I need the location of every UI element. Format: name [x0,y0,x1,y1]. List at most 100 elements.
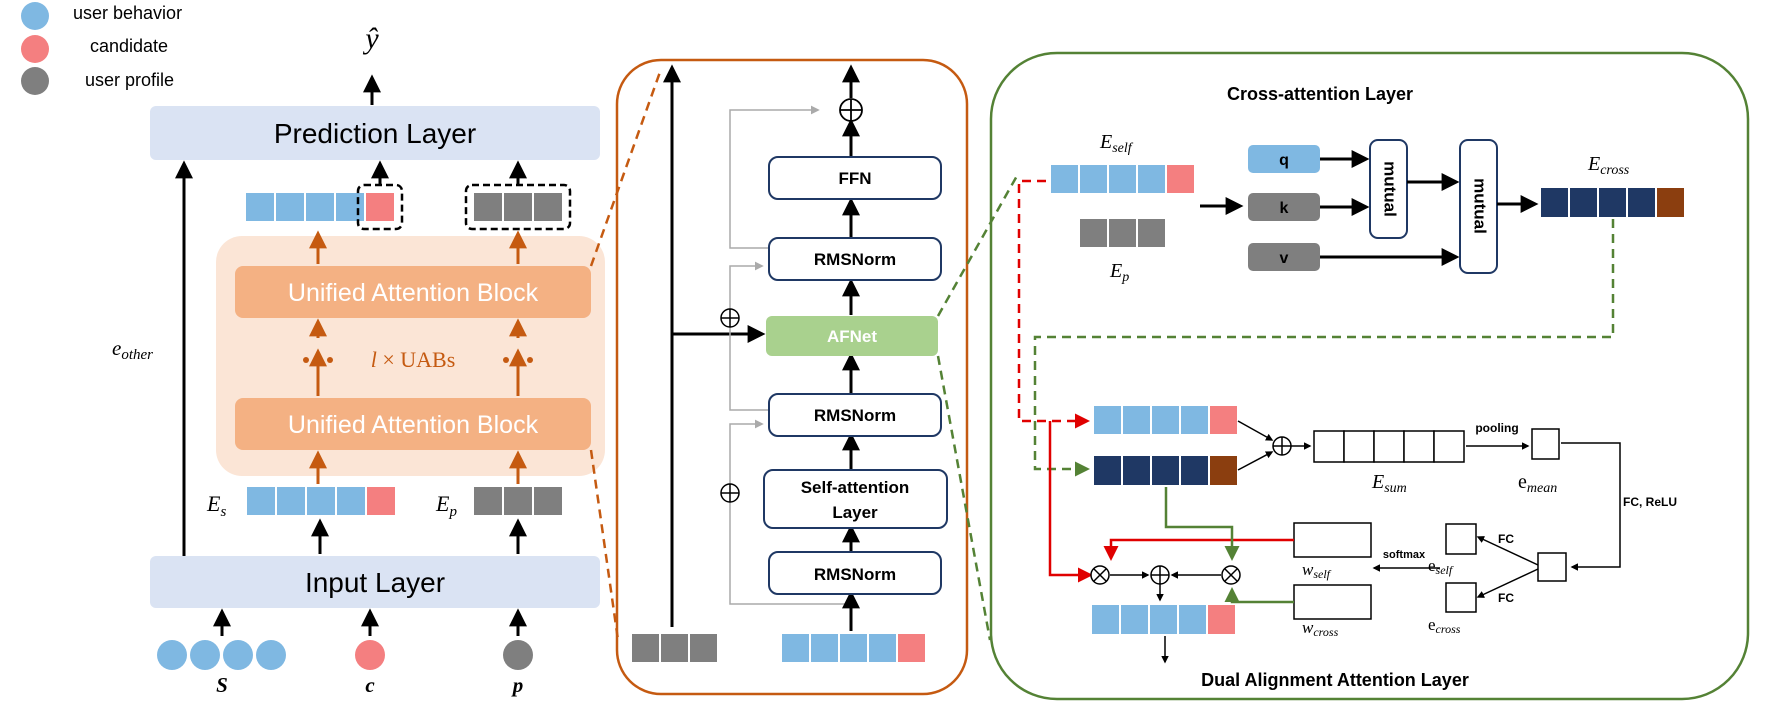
ep-right-label: Ep [1109,260,1129,285]
mutual2-box [1459,139,1498,274]
dual-alignment-title: Dual Alignment Attention Layer [1201,670,1469,690]
ecross-small-label: ecross [1428,615,1461,636]
prediction-layer-label: Prediction Layer [274,118,476,149]
weight-box [1537,552,1567,582]
fc-relu-line [1561,442,1621,571]
arrow-icon [1237,451,1274,471]
uab-repeat-label: l × UABs [371,347,456,372]
cross-attention-title: Cross-attention Layer [1227,84,1413,104]
v-label: v [1280,250,1289,267]
arrow-icon [1476,568,1539,598]
circle-plus-icon [1150,565,1170,585]
mutual2-label: mutual [1471,178,1490,234]
output-label: ŷ [362,22,379,55]
circle-plus-icon [720,308,740,328]
esum-label: Esum [1371,471,1407,496]
self-attention-box [763,469,948,529]
ecross-aligned-embedding [1094,456,1237,485]
prediction-layer-box [150,106,600,160]
uab-top-label: Unified Attention Block [288,279,539,307]
rmsnorm-mid-label: RMSNorm [814,406,896,425]
softmax-label: softmax [1383,549,1426,561]
input-p-label: p [511,673,524,697]
legend-behavior-label: user behavior [73,3,182,23]
ecross-skip-line [1033,219,1615,477]
circle-plus-icon [839,98,863,122]
eself-small-box [1445,523,1477,555]
eself-aligned-embedding [1094,406,1237,434]
k-label: k [1280,200,1289,217]
legend-candidate-dot [21,35,49,63]
e-other-label: eother [112,336,153,363]
middle-profile-embedding [632,634,717,662]
uab-bottom-block [235,398,591,450]
legend-profile-dot [21,67,49,95]
ep-right-embedding [1080,219,1165,247]
fc-top-label: FC [1498,532,1514,546]
orange-arrows [309,230,527,484]
ep-embedding [474,487,562,515]
pooling-label: pooling [1475,421,1518,435]
emean-label: emean [1518,471,1557,496]
eself-label: Eself [1099,131,1134,156]
eself-embedding [1051,165,1194,193]
middle-behavior-embedding [782,634,925,662]
zoom-connectors-afnet [936,173,1020,641]
self-attention-label-1: Self-attention [801,478,910,497]
output-profile-embedding [474,193,562,221]
arrow-icon [1476,536,1539,566]
v-box [1248,243,1320,271]
afnet-box [766,316,938,356]
ecross-embedding [1541,188,1684,217]
input-profile-dot [503,640,533,670]
eself-direct-line [1048,421,1093,583]
legend: user behavior candidate user profile [21,2,182,95]
uab-detail-frame [615,58,969,696]
ffn-label: FFN [838,169,871,188]
legend-candidate-label: candidate [90,36,168,56]
legend-profile-label: user profile [85,70,174,90]
input-s-label: S [216,673,228,697]
afnet-detail-frame [989,51,1750,701]
right-panel: Cross-attention Layer Eself Ep q k v mut [989,51,1750,701]
zoom-connectors-uab [589,71,662,641]
wself-line [1103,538,1294,561]
input-c-label: c [365,673,375,697]
uab-bottom-label: Unified Attention Block [288,411,539,439]
eself-skip-line [1017,179,1090,429]
ep-label: Ep [435,491,457,520]
mutual1-label: mutual [1381,161,1400,217]
self-attention-label-2: Layer [832,503,878,522]
wcross-box [1293,584,1372,620]
rmsnorm-mid-box [768,393,942,437]
circle-times-icon [1090,565,1110,585]
wself-label: wself [1302,560,1332,581]
uab-top-block [235,266,591,318]
eself-small-label: eself [1428,556,1454,577]
fc-bottom-label: FC [1498,591,1514,605]
rmsnorm-bottom-box [768,551,942,595]
ecross-label: Ecross [1587,153,1630,178]
input-candidate-dot [355,640,385,670]
rmsnorm-bottom-label: RMSNorm [814,565,896,584]
ecross-small-box [1445,582,1477,613]
afnet-label: AFNet [827,327,877,346]
k-box [1248,193,1320,221]
repeat-dots [303,357,533,363]
ffn-box [768,156,942,200]
q-label: q [1279,152,1289,169]
wself-box [1293,522,1372,558]
mutual1-box [1369,139,1408,239]
input-layer-box [150,556,600,608]
left-panel: ŷ Prediction Layer eother Unified Attent… [112,22,605,697]
legend-behavior-dot [21,2,49,30]
circle-times-icon [1221,565,1241,585]
esum-embedding [1313,430,1465,463]
wcross-label: wcross [1302,618,1339,639]
emean-box [1531,428,1560,460]
rmsnorm-top-label: RMSNorm [814,250,896,269]
output-behavior-embedding [246,193,394,221]
middle-panel: RMSNorm Self-attention Layer RMSNorm AFN… [615,58,969,696]
arrow-icon [1237,420,1274,441]
